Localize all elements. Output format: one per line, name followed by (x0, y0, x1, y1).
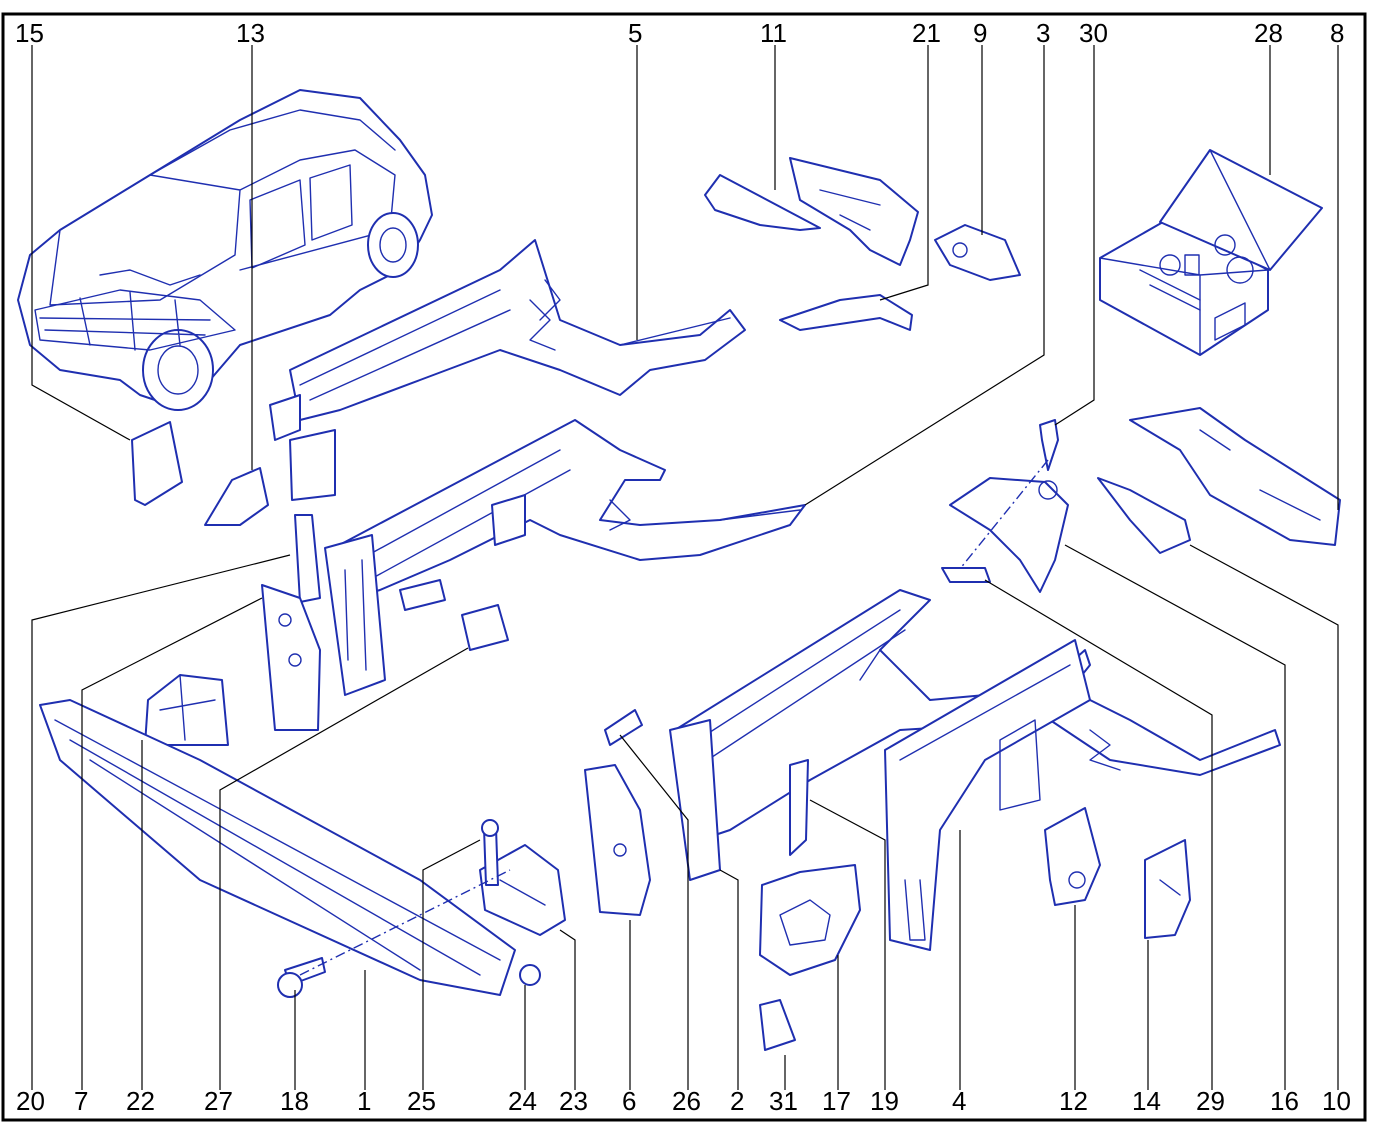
vehicle-illustration (17, 89, 433, 411)
callout-2: 2 (730, 1086, 744, 1116)
brackets-lower-middle (584, 709, 1191, 1051)
callout-13: 13 (236, 18, 265, 48)
callout-1: 1 (357, 1086, 371, 1116)
callout-27: 27 (204, 1086, 233, 1116)
callout-4: 4 (952, 1086, 966, 1116)
callout-24: 24 (508, 1086, 537, 1116)
callout-9: 9 (973, 18, 987, 48)
callout-21: 21 (912, 18, 941, 48)
callout-19: 19 (870, 1086, 899, 1116)
front-bumper-beam (39, 699, 566, 998)
rail-part-3 (324, 419, 806, 696)
rail-part-4 (669, 589, 1281, 951)
callout-6: 6 (622, 1086, 636, 1116)
callout-5: 5 (628, 18, 642, 48)
callout-23: 23 (559, 1086, 588, 1116)
callouts-bottom: 20 7 22 27 18 1 25 24 23 6 26 2 31 17 19… (16, 1086, 1351, 1116)
brackets-11-21-9 (704, 157, 1021, 331)
small-brackets-left (131, 421, 509, 746)
callout-22: 22 (126, 1086, 155, 1116)
callout-25: 25 (407, 1086, 436, 1116)
rail-part-5 (269, 239, 746, 501)
callout-31: 31 (769, 1086, 798, 1116)
callout-20: 20 (16, 1086, 45, 1116)
callout-18: 18 (280, 1086, 309, 1116)
callout-15: 15 (15, 18, 44, 48)
leader-lines (31, 45, 1339, 1090)
callout-7: 7 (74, 1086, 88, 1116)
callout-28: 28 (1254, 18, 1283, 48)
callout-10: 10 (1322, 1086, 1351, 1116)
callout-29: 29 (1196, 1086, 1225, 1116)
callout-14: 14 (1132, 1086, 1161, 1116)
parts-kit-box (1099, 149, 1323, 356)
callout-8: 8 (1330, 18, 1344, 48)
diagram-frame (1, 12, 1367, 1122)
callout-17: 17 (822, 1086, 851, 1116)
callout-12: 12 (1059, 1086, 1088, 1116)
callout-26: 26 (672, 1086, 701, 1116)
brackets-8-10-16 (941, 407, 1341, 593)
callout-11: 11 (760, 18, 787, 48)
callout-3: 3 (1036, 18, 1050, 48)
callouts-top: 15 13 5 11 21 9 3 30 28 8 (15, 18, 1344, 48)
callout-16: 16 (1270, 1086, 1299, 1116)
callout-30: 30 (1079, 18, 1108, 48)
